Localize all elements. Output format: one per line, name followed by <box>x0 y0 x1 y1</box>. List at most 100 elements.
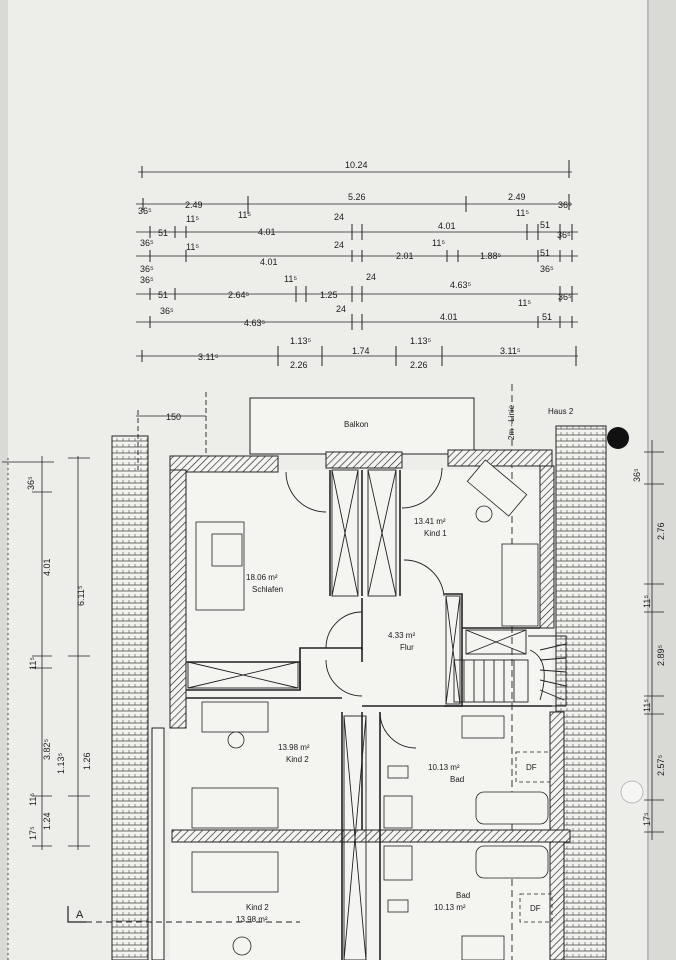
dim-label: 24 <box>334 240 344 250</box>
dim-label: 4.63⁵ <box>450 280 472 290</box>
house-label: Haus 2 <box>548 407 574 416</box>
left-dimension-chains <box>2 456 90 960</box>
dim-label: 1.13⁵ <box>290 336 312 346</box>
room-area-kind2-lower: 13.98 m² <box>236 915 268 924</box>
staircase <box>453 635 567 707</box>
dim-label: 2.64⁵ <box>228 290 250 300</box>
dim-label: 4.01 <box>258 227 276 237</box>
bed-kind1 <box>501 543 539 627</box>
wall-top-left <box>169 455 279 473</box>
dim-label: 36⁵ <box>26 476 36 490</box>
dim-label: 1.74 <box>352 346 370 356</box>
room-area-kind1: 13.41 m² <box>414 517 446 526</box>
door-swings <box>285 467 445 749</box>
dim-label: 36⁵ <box>160 306 174 316</box>
dim-label: 36⁵ <box>632 468 642 482</box>
dim-label: 2.49 <box>185 200 203 210</box>
dim-label: 4.63⁵ <box>244 318 266 328</box>
dim-label: 36⁵ <box>140 264 154 274</box>
right-dimension-labels: 36⁵ 2.76 11⁵ 2.89⁵ 11⁵ 2.57⁵ 17⁵ <box>632 468 666 826</box>
dim-label: 1.26 <box>82 752 92 770</box>
dim-label: 2.26 <box>410 360 428 370</box>
shower-lower <box>383 845 413 881</box>
dim-label: 11⁵ <box>186 214 199 224</box>
shafts <box>187 469 527 960</box>
dim-label: 4.01 <box>438 221 456 231</box>
bed-kind2-upper <box>191 787 279 829</box>
bed-kind2-lower <box>191 851 279 893</box>
room-name-bad-upper: Bad <box>450 775 464 784</box>
dim-label: 51 <box>540 248 550 258</box>
washbasin-lower <box>461 935 505 960</box>
dim-label: 2.01 <box>396 251 414 261</box>
dim-label: 1.88⁵ <box>480 251 502 261</box>
dim-label: 36⁵ <box>138 206 152 216</box>
dim-label: 36⁵ <box>558 200 572 210</box>
floor-plan: Balkon 2m - Linie Haus 2 150 <box>67 384 607 960</box>
top-dimension-chains <box>136 160 578 366</box>
dim-label: 11⁵ <box>642 595 652 608</box>
dim-label: 36⁵ <box>140 238 154 248</box>
desk-kind1 <box>466 459 528 517</box>
dim-label: 4.01 <box>440 312 458 322</box>
two-meter-line-label: 2m - Linie <box>507 404 516 440</box>
wall-left <box>169 469 187 729</box>
dim-label: 3.11⁵ <box>500 346 521 356</box>
balcony-label: Balkon <box>344 420 368 429</box>
bathtub-lower <box>475 845 549 879</box>
dim-label: 2.89⁵ <box>656 644 666 666</box>
dim-label: 24 <box>334 212 344 222</box>
balcony <box>249 397 475 455</box>
dim-label: 2.49 <box>508 192 526 202</box>
dim-label: 3.82⁵ <box>42 738 52 760</box>
wall-middle-horizontal <box>171 829 571 843</box>
punch-hole <box>620 780 644 804</box>
wall-top-right <box>447 449 553 467</box>
dim-label: 1.13⁵ <box>56 752 66 774</box>
dim-label: 24 <box>366 272 376 282</box>
dim-label: 11⁵ <box>28 657 38 670</box>
room-name-schlafen: Schlafen <box>252 585 283 594</box>
dim-label: 11⁵ <box>284 274 297 284</box>
furniture <box>191 459 549 960</box>
dim-label: 4.01 <box>42 558 52 576</box>
room-name-kind2-upper: Kind 2 <box>286 755 309 764</box>
dim-label: 36⁵ <box>558 292 572 302</box>
roof-slope-left <box>111 435 149 960</box>
roof-window-label: DF <box>526 763 537 772</box>
dim-label: 51 <box>540 220 550 230</box>
room-name-flur: Flur <box>400 643 414 652</box>
room-name-kind1: Kind 1 <box>424 529 447 538</box>
roof-window-label: DF <box>530 904 541 913</box>
dim-label: 51 <box>542 312 552 322</box>
dim-label: 11⁵ <box>238 210 251 220</box>
dim-label: 4.01 <box>260 257 278 267</box>
room-area-bad-upper: 10.13 m² <box>428 763 460 772</box>
dim-label: 2.76 <box>656 522 666 540</box>
wall-right <box>539 465 555 629</box>
top-dimension-labels: 10.24 36⁵ 2.49 11⁵ 5.26 2.49 36⁵ 36⁵ 51 … <box>138 160 572 370</box>
dim-label: 36⁵ <box>540 264 554 274</box>
dim-label: 51 <box>158 228 168 238</box>
punch-hole <box>607 427 629 449</box>
dim-label: 17⁵ <box>642 812 652 826</box>
dim-total-width: 10.24 <box>345 160 368 170</box>
bathtub-upper <box>475 791 549 825</box>
dim-label: 11⁵ <box>28 793 38 806</box>
dim-label: 36⁵ <box>140 275 154 285</box>
interior-walls <box>186 470 552 960</box>
window-markers <box>515 751 553 923</box>
wc-upper <box>387 765 409 779</box>
dim-label: 6.11⁵ <box>76 585 86 606</box>
dim-label: 2.26 <box>290 360 308 370</box>
dim-label: 5.26 <box>348 192 366 202</box>
washbasin-upper <box>461 715 505 739</box>
room-name-kind2-lower: Kind 2 <box>246 903 269 912</box>
dim-label: 17⁵ <box>28 826 38 840</box>
dim-label: 24 <box>336 304 346 314</box>
room-area-kind2-upper: 13.98 m² <box>278 743 310 752</box>
wall-top-mid <box>325 451 403 469</box>
section-marker: A <box>67 906 300 923</box>
dim-label: 150 <box>166 412 181 422</box>
